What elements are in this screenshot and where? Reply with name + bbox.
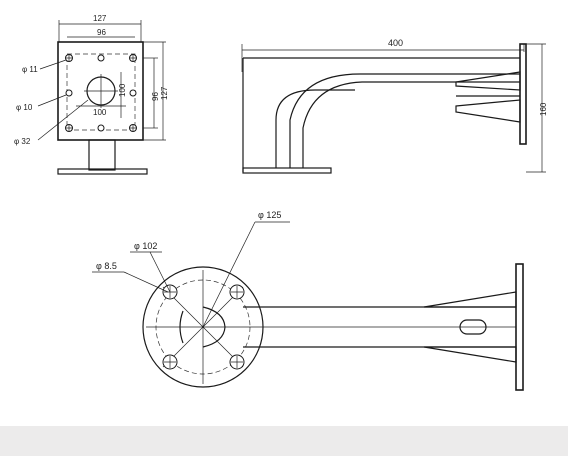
hole-dia-small-label: φ 11 [22,65,38,74]
plate-width-label: 127 [93,14,107,23]
bolt-hole [129,89,137,97]
side-base [242,167,332,174]
flange-dia-label: φ 125 [258,210,281,220]
bolt-hole [65,89,73,97]
hole-dia-large-label: φ 32 [14,137,31,146]
bolt-spacing-label: 96 [97,28,106,37]
bracket-height-label: 160 [539,102,548,116]
inner-width-label: 100 [93,108,107,117]
mount-stem [88,139,116,171]
bottom-flange-plate [515,263,524,391]
inner-height-label: 100 [118,83,127,97]
bolt-circle-dia-label: φ 102 [134,241,157,251]
cable-slot [459,319,487,335]
side-view: 400 160 [241,38,548,174]
arm-length-label: 400 [388,38,403,48]
outer-height-b-label: 127 [160,86,169,100]
side-flange [519,43,527,145]
bolt-hole-dia-label: φ 8.5 [96,261,117,271]
bolt-hole [97,54,105,62]
mount-base [57,168,148,175]
bottom-view: φ 125 φ 102 φ 8.5 [92,210,524,391]
front-view: 127 96 φ 11 φ 10 φ 32 100 100 [14,14,169,175]
hole-dia-mid-label: φ 10 [16,103,33,112]
bolt-hole [97,124,105,132]
outer-height-a-label: 96 [151,92,160,101]
footer-band [0,426,568,456]
